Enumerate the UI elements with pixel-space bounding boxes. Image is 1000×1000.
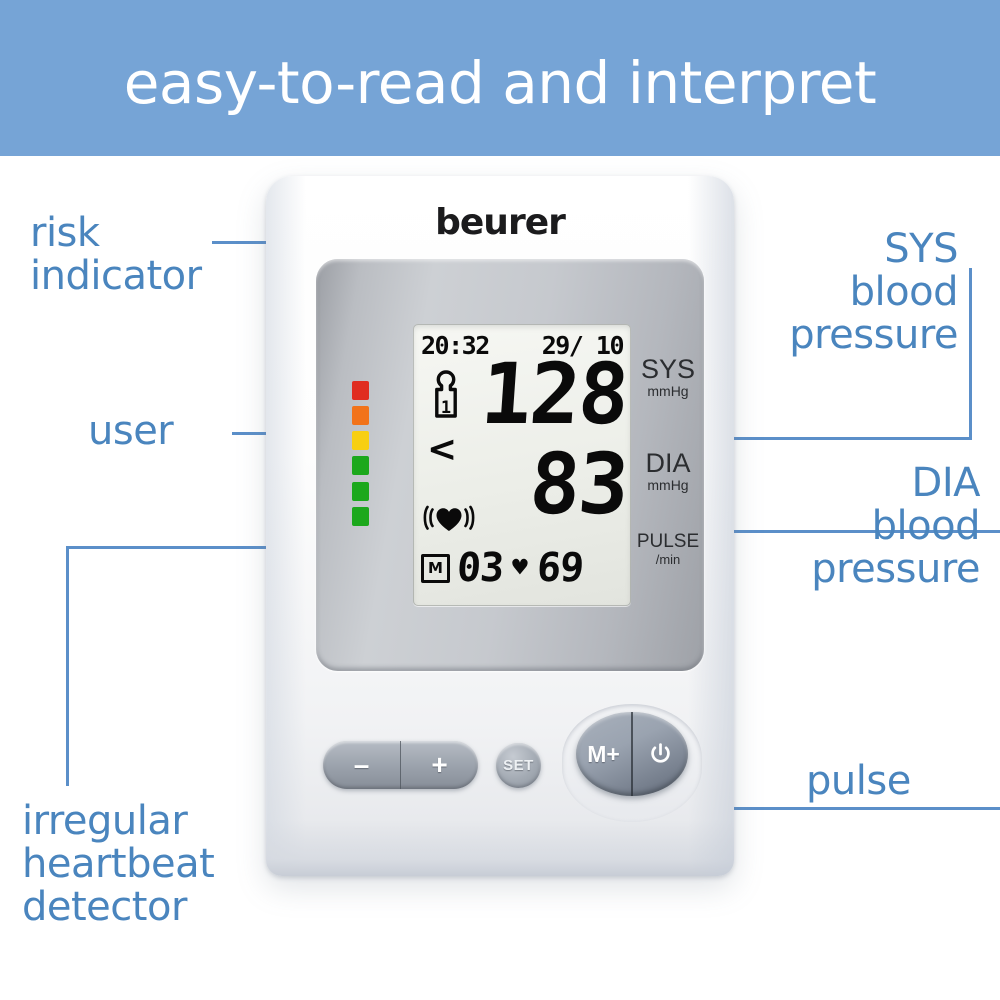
risk-segment-green-3 [352, 507, 369, 526]
adjust-rocker-button[interactable]: – + [323, 741, 478, 789]
plate-label-pulse-text: PULSE [636, 531, 700, 552]
lcd-display: 20:32 29/ 10 1 < [413, 324, 631, 606]
set-button[interactable]: SET [496, 743, 541, 788]
plate-label-sys-unit: mmHg [647, 383, 689, 399]
lcd-pulse-value: 69 [535, 545, 585, 591]
blood-pressure-monitor: beurer 20:32 29/ 10 [266, 176, 734, 876]
plate-label-dia-text: DIA [645, 448, 691, 478]
lcd-memory-number: 03 [455, 545, 505, 591]
risk-segment-green-1 [352, 456, 369, 475]
risk-segment-green-2 [352, 482, 369, 501]
lcd-systolic-value: 128 [477, 345, 631, 443]
risk-arrow-icon: < [427, 429, 458, 470]
plus-button[interactable]: + [431, 749, 448, 780]
lcd-diastolic-value: 83 [526, 435, 631, 533]
risk-segment-red [352, 381, 369, 400]
irregular-heartbeat-icon [423, 502, 475, 534]
plate-label-dia: DIA mmHg [636, 449, 700, 493]
device-face-plate: 20:32 29/ 10 1 < [316, 259, 704, 671]
plate-label-pulse: PULSE /min [628, 531, 708, 568]
device-bottom-lip [266, 820, 734, 876]
connector-dia-horizontal [680, 530, 1000, 533]
user-person-icon: 1 [429, 370, 463, 418]
annotation-sys: SYS blood pressure [789, 226, 958, 359]
memory-badge-icon: M [421, 553, 450, 583]
annotation-risk-indicator: risk indicator [30, 210, 202, 300]
plate-label-pulse-unit: /min [655, 552, 681, 567]
lcd-memory-pulse-row: M 03 ♥ 69 [421, 545, 623, 591]
connector-pulse-horizontal [680, 807, 1000, 810]
connector-sys-horizontal [608, 437, 972, 440]
power-icon [651, 742, 670, 763]
plate-label-sys: SYS mmHg [636, 355, 700, 399]
plate-label-sys-text: SYS [640, 354, 696, 384]
lcd-time-date-row: 20:32 29/ 10 [421, 330, 625, 360]
lcd-date: 29/ 10 [541, 330, 625, 360]
brand-logo: beurer [435, 202, 566, 243]
annotation-user: user [88, 408, 174, 454]
annotation-dia: DIA blood pressure [811, 460, 980, 593]
header-banner: easy-to-read and interpret [0, 0, 1000, 156]
pulse-heart-icon: ♥ [512, 553, 528, 583]
risk-segment-orange [352, 406, 369, 425]
plate-label-dia-unit: mmHg [647, 477, 689, 493]
lcd-time: 20:32 [421, 330, 490, 360]
minus-button[interactable]: – [323, 741, 401, 789]
connector-irregular-horizontal [66, 546, 396, 549]
annotation-irregular-heartbeat: irregular heartbeat detector [22, 798, 215, 931]
memory-power-button[interactable]: M+ [576, 712, 688, 796]
annotation-pulse: pulse [806, 758, 911, 804]
power-button[interactable] [633, 712, 688, 796]
risk-segment-yellow [352, 431, 369, 450]
memory-button[interactable]: M+ [576, 712, 633, 796]
risk-indicator-bar [352, 381, 369, 529]
svg-text:1: 1 [441, 398, 451, 418]
connector-sys-vertical [969, 268, 972, 440]
connector-irregular-vertical [66, 546, 69, 786]
banner-headline: easy-to-read and interpret [123, 49, 877, 117]
